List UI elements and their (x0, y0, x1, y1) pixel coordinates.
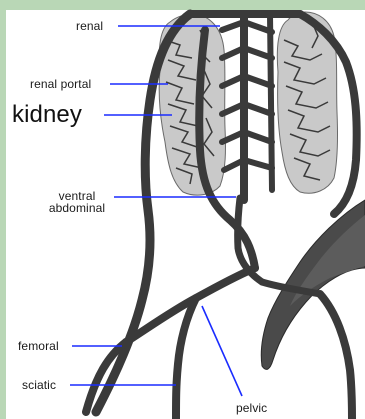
label-renal-portal: renal portal (30, 78, 91, 90)
label-kidney: kidney (12, 103, 82, 127)
label-femoral: femoral (18, 340, 59, 352)
label-ventral-abdominal: ventral abdominal (42, 190, 112, 214)
label-pelvic: pelvic (236, 402, 267, 414)
label-renal: renal (76, 20, 103, 32)
label-sciatic: sciatic (22, 379, 56, 391)
label-abdominal-line: abdominal (42, 202, 112, 214)
